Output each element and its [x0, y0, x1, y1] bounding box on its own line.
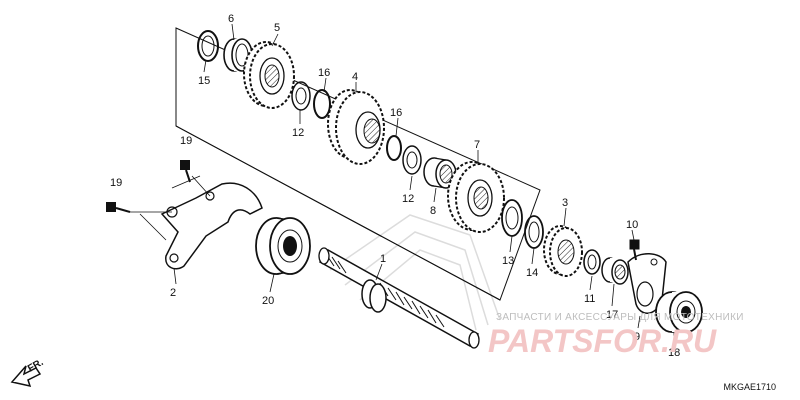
bearing-18[interactable]: [655, 291, 703, 333]
callout-12a: 12: [292, 127, 304, 139]
callout-15: 15: [198, 75, 210, 87]
outline-leader: [175, 125, 501, 301]
washer-11[interactable]: [583, 249, 601, 275]
callout-14: 14: [526, 267, 538, 279]
callout-5: 5: [274, 22, 280, 34]
washer-14[interactable]: [524, 215, 544, 249]
callout-16b: 16: [390, 107, 402, 119]
bolt-19a[interactable]: [180, 160, 191, 183]
callout-19a: 19: [180, 135, 192, 147]
callout-12b: 12: [402, 193, 414, 205]
snap-ring-15[interactable]: [197, 30, 219, 62]
callout-16a: 16: [318, 67, 330, 79]
callout-4: 4: [352, 71, 358, 83]
needle-bearing-17[interactable]: [601, 257, 629, 285]
callout-3: 3: [562, 197, 568, 209]
callout-13: 13: [502, 255, 514, 267]
watermark-brand: PARTSFOR.RU: [488, 323, 717, 359]
thrust-washer-12a[interactable]: [291, 81, 311, 111]
callouts: 15 6 5 16 4 12 16 12 7 8 19 19 3 13 14 1…: [110, 13, 680, 359]
assembly-guides: [130, 175, 211, 241]
callout-17: 17: [606, 309, 618, 321]
thrust-washer-12b[interactable]: [402, 145, 422, 175]
bolt-19b[interactable]: [106, 202, 131, 213]
fr-label: FR.: [26, 357, 46, 375]
gear-4[interactable]: [327, 89, 385, 165]
washer-13[interactable]: [501, 199, 523, 237]
diagram-code: MKGAE1710: [723, 382, 776, 392]
bearing-20[interactable]: [255, 217, 311, 275]
gear-7[interactable]: [447, 161, 505, 233]
main-shaft-1[interactable]: [318, 247, 480, 349]
holder-plate-2[interactable]: [160, 182, 263, 270]
callout-11: 11: [584, 293, 595, 305]
bolt-10[interactable]: [629, 239, 640, 261]
callout-19b: 19: [110, 177, 122, 189]
gear-5[interactable]: [243, 41, 295, 109]
front-direction-arrow: FR.: [10, 357, 46, 388]
callout-20: 20: [262, 295, 274, 307]
callout-9: 9: [634, 331, 640, 343]
callout-1: 1: [380, 253, 386, 265]
callout-6: 6: [228, 13, 234, 25]
callout-10: 10: [626, 219, 638, 231]
snap-ring-16b[interactable]: [386, 135, 402, 161]
callout-18: 18: [668, 347, 680, 359]
callout-2: 2: [170, 287, 176, 299]
callout-8: 8: [430, 205, 436, 217]
needle-bearing-8[interactable]: [423, 157, 457, 189]
leader-lines: [173, 23, 675, 344]
snap-ring-16a[interactable]: [313, 89, 331, 119]
watermark-tagline: ЗАПЧАСТИ И АКСЕССУАРЫ ДЛЯ МОТОТЕХНИКИ: [496, 312, 744, 323]
gear-3[interactable]: [543, 225, 583, 277]
callout-7: 7: [474, 139, 480, 151]
